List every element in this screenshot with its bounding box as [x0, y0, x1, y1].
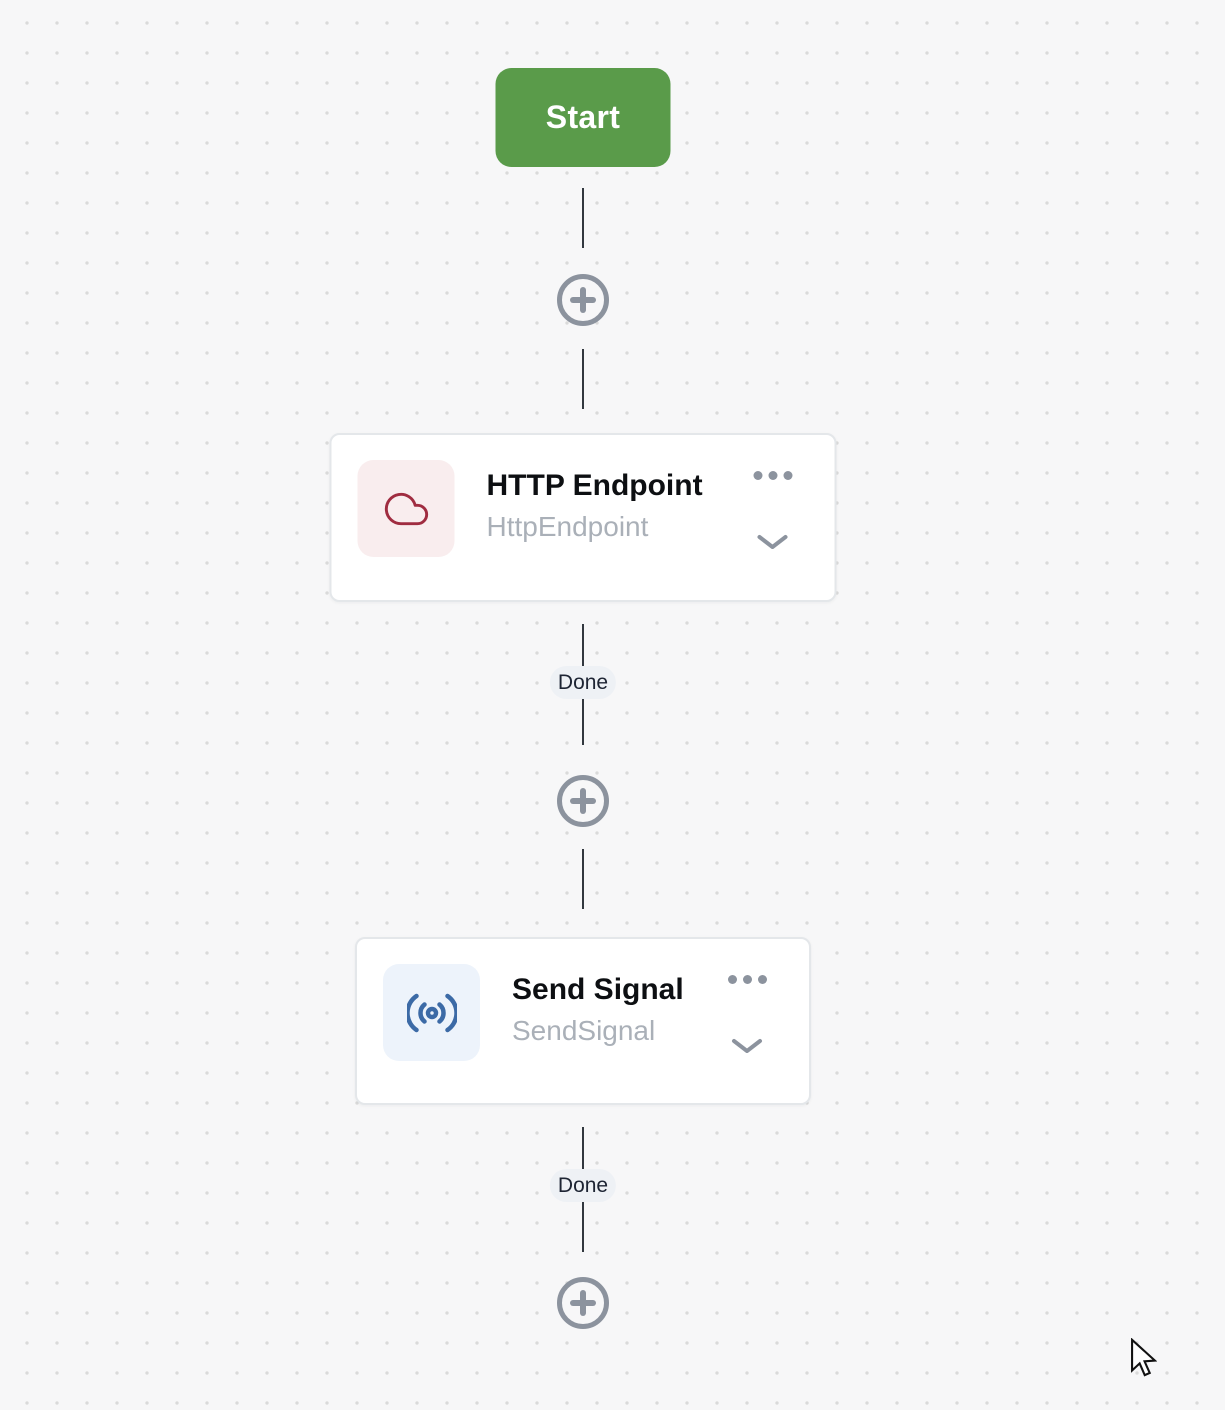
plus-icon — [570, 788, 596, 814]
node-card-http-endpoint[interactable]: HTTP Endpoint HttpEndpoint — [329, 433, 837, 602]
chevron-down-icon — [732, 1039, 762, 1053]
ellipsis-icon — [727, 975, 767, 984]
connector-line — [582, 349, 584, 409]
connector-line — [582, 188, 584, 248]
node-subtitle: HttpEndpoint — [486, 511, 649, 542]
add-step-button[interactable] — [557, 775, 609, 827]
node-expand-button[interactable] — [730, 1036, 764, 1059]
node-text: HTTP Endpoint HttpEndpoint — [487, 468, 703, 544]
node-expand-button[interactable] — [756, 532, 790, 555]
edge-label-done: Done — [549, 1169, 617, 1202]
ellipsis-icon — [753, 471, 792, 480]
broadcast-icon — [383, 964, 480, 1061]
connector-line — [582, 849, 584, 909]
plus-icon — [570, 287, 596, 313]
node-menu-button[interactable] — [727, 975, 767, 984]
node-card-send-signal[interactable]: Send Signal SendSignal — [355, 937, 811, 1105]
add-step-button[interactable] — [557, 274, 609, 326]
start-node[interactable]: Start — [495, 68, 671, 167]
node-menu-button[interactable] — [753, 471, 792, 480]
plus-icon — [570, 1290, 596, 1316]
node-subtitle: SendSignal — [512, 1015, 656, 1046]
add-step-button[interactable] — [557, 1277, 609, 1329]
mouse-cursor — [1131, 1338, 1157, 1377]
node-text: Send Signal SendSignal — [512, 972, 684, 1048]
edge-label-done: Done — [549, 666, 617, 699]
node-title: Send Signal — [512, 973, 684, 1006]
chevron-down-icon — [757, 535, 788, 549]
node-title: HTTP Endpoint — [486, 469, 703, 502]
cloud-icon — [357, 460, 455, 557]
